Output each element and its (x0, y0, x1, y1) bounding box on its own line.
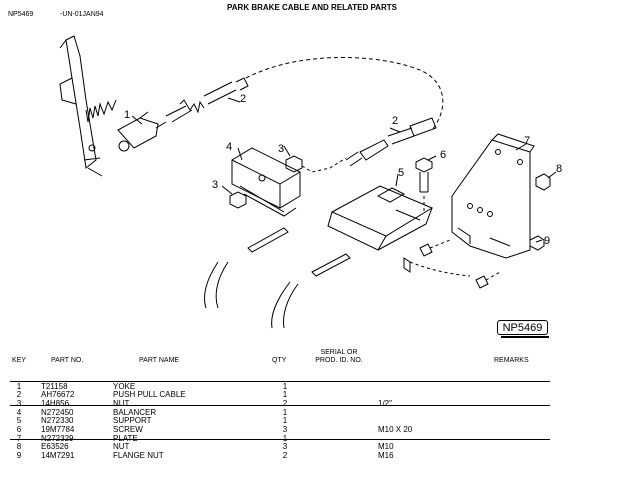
cell-part-no: N272450 (41, 408, 74, 417)
table-row: 7 N272329 PLATE 1 (0, 435, 624, 443)
cell-key: 4 (16, 408, 22, 417)
nut-drawing (229, 191, 247, 209)
table-row: 4 N272450 BALANCER 1 (0, 409, 624, 417)
cell-key: 2 (16, 390, 22, 399)
cell-qty: 1 (282, 382, 288, 391)
yoke-drawing (117, 111, 167, 152)
rod-drawing (204, 227, 471, 329)
cell-part-name: SUPPORT (113, 416, 152, 425)
figure-label-badge: NP5469 (497, 320, 549, 338)
cell-part-no: N272330 (41, 416, 74, 425)
table-row: 1 T21158 YOKE 1 (0, 383, 624, 391)
table-row: 6 19M7784 SCREW 3 M10 X 20 (0, 426, 624, 434)
nut-drawing (535, 173, 551, 191)
header-remarks: REMARKS (494, 357, 529, 364)
header-serial-line2: PROD. ID. NO. (315, 357, 363, 364)
header-key: KEY (12, 357, 27, 364)
callout-7: 7 (524, 135, 530, 147)
callout-2-b: 2 (392, 115, 398, 127)
cell-qty: 1 (282, 416, 288, 425)
cell-key: 5 (16, 416, 22, 425)
header-qty: QTY (272, 357, 287, 364)
cell-qty: 3 (282, 425, 288, 434)
callout-4: 4 (226, 141, 232, 153)
cell-part-name: NUT (113, 442, 130, 451)
cell-part-name: PLATE (113, 434, 138, 443)
callout-9: 9 (544, 235, 550, 247)
callout-8: 8 (556, 163, 562, 175)
cell-part-name: YOKE (113, 382, 136, 391)
cell-remarks: M10 (378, 442, 394, 451)
cell-qty: 1 (282, 390, 288, 399)
table-divider (10, 381, 550, 382)
row-divider (10, 439, 550, 440)
table-row: 3 14H856 NUT 2 1/2" (0, 400, 624, 408)
figure-date: -UN-01JAN94 (60, 11, 104, 18)
header-serial-line1: SERIAL OR (320, 349, 358, 356)
cell-part-name: BALANCER (113, 408, 157, 417)
callout-1: 1 (124, 109, 130, 121)
header-part-no: PART NO. (51, 357, 84, 364)
cell-key: 3 (16, 399, 22, 408)
cell-qty: 2 (282, 451, 288, 460)
row-divider (10, 405, 550, 406)
flange-nut-drawing (529, 235, 545, 251)
cell-qty: 3 (282, 442, 288, 451)
table-row: 8 E63526 NUT 3 M10 (0, 443, 624, 451)
cell-remarks: M10 X 20 (378, 425, 413, 434)
nut-drawing (285, 155, 303, 173)
callout-3-b: 3 (212, 179, 218, 191)
cell-remarks: M16 (378, 451, 394, 460)
plate-drawing (451, 133, 535, 259)
cell-part-no: 14H856 (41, 399, 70, 408)
balancer-drawing (231, 147, 301, 217)
parts-diagram: 1 2 2 3 3 4 5 6 7 8 9 (59, 35, 562, 329)
cell-part-name: NUT (113, 399, 130, 408)
cable-drawing (165, 57, 444, 167)
cell-qty: 2 (282, 399, 288, 408)
cell-part-name: PUSH PULL CABLE (113, 390, 186, 399)
cell-part-name: FLANGE NUT (113, 451, 164, 460)
header-part-name: PART NAME (139, 357, 180, 364)
callout-3: 3 (278, 143, 284, 155)
figure-code: NP5469 (8, 11, 34, 18)
cell-part-no: 19M7784 (41, 425, 75, 434)
cell-part-no: AH76672 (41, 390, 75, 399)
cell-key: 8 (16, 442, 22, 451)
support-drawing (327, 185, 434, 251)
cell-part-no: E63526 (41, 442, 69, 451)
callout-5: 5 (398, 167, 404, 179)
cell-part-no: T21158 (41, 382, 68, 391)
screw-drawing (415, 157, 433, 212)
cell-remarks: 1/2" (378, 399, 392, 408)
cell-key: 9 (16, 451, 22, 460)
page-title: PARK BRAKE CABLE AND RELATED PARTS (227, 3, 397, 12)
table-row: 2 AH76672 PUSH PULL CABLE 1 (0, 391, 624, 399)
cell-key: 1 (16, 382, 22, 391)
brake-lever-drawing (59, 35, 117, 177)
callout-6: 6 (440, 149, 446, 161)
cell-part-no: 14M7291 (41, 451, 75, 460)
cell-qty: 1 (282, 434, 288, 443)
table-row: 9 14M7291 FLANGE NUT 2 M16 (0, 452, 624, 460)
cell-key: 7 (16, 434, 22, 443)
cell-part-no: N272329 (41, 434, 74, 443)
cell-part-name: SCREW (113, 425, 143, 434)
callout-2: 2 (240, 93, 246, 105)
cell-qty: 1 (282, 408, 288, 417)
table-row: 5 N272330 SUPPORT 1 (0, 417, 624, 425)
cell-key: 6 (16, 425, 22, 434)
